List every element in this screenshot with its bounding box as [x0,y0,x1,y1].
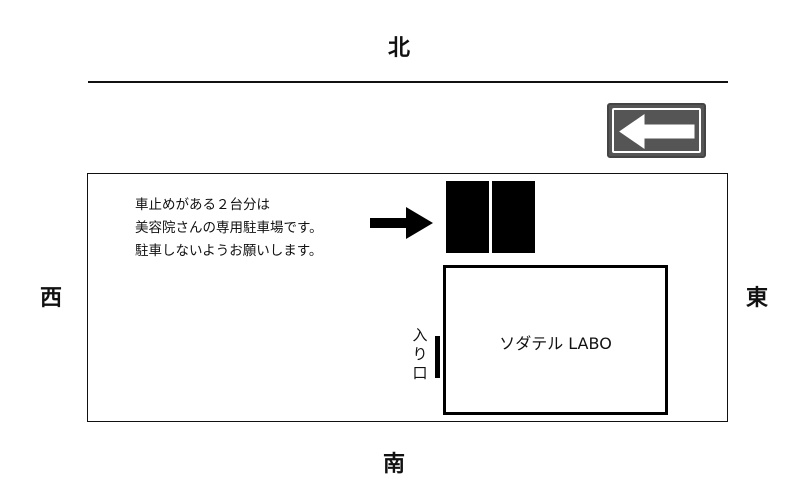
right-arrow-icon [370,205,434,245]
compass-west-label: 西 [40,286,63,311]
entrance-marker [435,336,440,378]
lot-boundary [87,173,728,422]
parking-note-line: 駐車しないようお願いします。 [135,243,323,259]
entrance-label-char: 入 [412,326,428,344]
left-arrow-sign-icon [607,103,706,158]
compass-south-label: 南 [383,452,406,477]
road-line [88,81,728,83]
reserved-parking-space [492,181,535,253]
reserved-parking-space [446,181,489,253]
parking-note: 車止めがある２台分は 美容院さんの専用駐車場です。 駐車しないようお願いします。 [135,194,323,263]
building-name: ソダテル LABO [499,334,612,353]
parking-note-line: 美容院さんの専用駐車場です。 [135,220,323,236]
building: ソダテル LABO [443,265,668,415]
entrance-label: 入 り 口 [410,326,430,383]
entrance-label-char: り [412,345,428,363]
parking-note-line: 車止めがある２台分は [135,197,270,213]
entrance-label-char: 口 [412,364,428,382]
compass-east-label: 東 [746,286,769,311]
left-arrow-icon [619,114,695,149]
compass-north-label: 北 [388,36,411,61]
